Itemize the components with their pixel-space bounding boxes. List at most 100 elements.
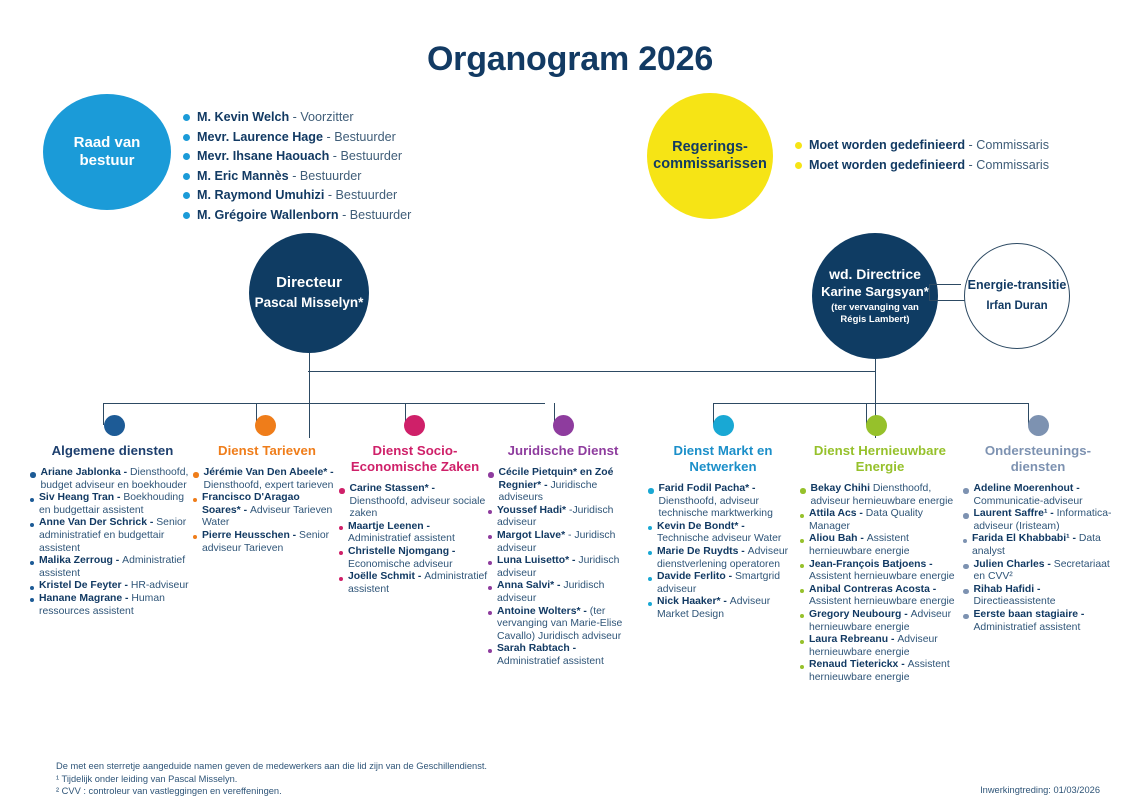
person-item: Farid Fodil Pacha* - Diensthoofd, advise…: [648, 483, 798, 521]
person-role: Secretariaat en CVV²: [973, 558, 1110, 583]
person-name: Farid Fodil Pacha* -: [658, 483, 756, 494]
person-item: Ariane Jablonka - Diensthoofd, budget ad…: [30, 467, 195, 492]
person-text: Anna Salvi* - Juridisch adviseur: [497, 580, 638, 605]
bullet-dot-icon: [193, 472, 199, 478]
person-name: Hanane Magrane -: [39, 592, 132, 604]
board-member-item-text: M. Grégoire Wallenborn - Bestuurder: [197, 206, 411, 226]
member-role: - Bestuurder: [327, 188, 398, 202]
department-title: Dienst Tarieven: [218, 443, 316, 458]
connector-directrice-energy-h2: [929, 300, 965, 302]
bullet-dot-icon: [339, 526, 343, 531]
bullet-dot-icon: [339, 488, 345, 494]
directrice-note: (ter vervanging van Régis Lambert): [831, 302, 919, 326]
member-name: Moet worden gedefinieerd: [809, 138, 969, 152]
person-name: Aliou Bah -: [809, 533, 867, 545]
person-item: Renaud Tieterickx - Assistent hernieuwba…: [800, 659, 960, 684]
person-item: Jean-François Batjoens - Assistent herni…: [800, 559, 960, 584]
person-role: Administratief assistent: [348, 571, 488, 595]
board-member-item: Mevr. Laurence Hage - Bestuurder: [183, 128, 411, 148]
connector-director-bridge: [308, 371, 875, 373]
person-item: Christelle Njomgang - Economische advise…: [339, 546, 491, 571]
person-role: Administratief assistent: [497, 655, 604, 667]
bullet-dot-icon: [183, 211, 190, 219]
bullet-dot-icon: [648, 551, 652, 556]
person-text: Gregory Neubourg - Adviseur hernieuwbare…: [809, 609, 960, 634]
bullet-dot-icon: [648, 488, 654, 494]
person-item: Julien Charles - Secretariaat en CVV²: [963, 559, 1113, 584]
person-name: Attila Acs -: [809, 508, 866, 520]
government-commissioner-item: Moet worden gedefinieerd - Commissaris: [795, 156, 1049, 176]
member-role: - Bestuurder: [342, 207, 412, 222]
board-member-item-text: Mevr. Ihsane Haouach - Bestuurder: [197, 147, 402, 167]
person-item: Luna Luisetto* - Juridisch adviseur: [488, 555, 638, 580]
connector-drop-juridische: [554, 403, 556, 425]
bullet-dot-icon: [488, 510, 492, 515]
person-item: Siv Heang Tran - Boekhouding en budgetta…: [30, 492, 195, 517]
bullet-dot-icon: [963, 588, 969, 595]
person-text: Malika Zerroug - Administratief assisten…: [39, 555, 195, 580]
person-item: Nick Haaker* - Adviseur Market Design: [648, 596, 798, 621]
connector-right-bus: [713, 403, 1029, 405]
person-name: Anna Salvi* -: [497, 580, 564, 592]
person-name: Maartje Leenen -: [348, 520, 430, 532]
bullet-dot-icon: [488, 535, 492, 540]
bullet-dot-icon: [193, 497, 197, 502]
person-item: Cécile Pietquin* en Zoé Regnier* - Jurid…: [488, 467, 638, 505]
person-text: Christelle Njomgang - Economische advise…: [348, 546, 491, 571]
person-name: Gregory Neubourg -: [809, 608, 911, 620]
person-item: Maartje Leenen - Administratief assisten…: [339, 521, 491, 546]
person-name: Laura Rebreanu -: [809, 634, 898, 646]
connector-directrice-down: [874, 359, 876, 438]
person-text: Pierre Heusschen - Senior adviseur Tarie…: [202, 530, 341, 555]
department-title: Ondersteunings-diensten: [984, 443, 1092, 474]
person-text: Hanane Magrane - Human ressources assist…: [39, 593, 195, 618]
person-text: Cécile Pietquin* en Zoé Regnier* - Jurid…: [499, 467, 639, 505]
department-pin-icon: [866, 415, 887, 436]
member-name: Mevr. Ihsane Haouach: [197, 149, 333, 163]
connector-drop-algemene: [103, 403, 105, 425]
person-text: Francisco D'Aragao Soares* - Adviseur Ta…: [202, 492, 341, 530]
government-commissioner-item-text: Moet worden gedefinieerd - Commissaris: [809, 136, 1049, 156]
department-people-list: Carine Stassen* - Diensthoofd, adviseur …: [339, 483, 491, 596]
bullet-dot-icon: [183, 133, 190, 141]
person-item: Youssef Hadi* -Juridisch adviseur: [488, 505, 638, 530]
person-name: Ariane Jablonka -: [40, 467, 131, 478]
bullet-dot-icon: [800, 564, 804, 569]
person-name: Laurent Saffre¹ -: [973, 508, 1057, 520]
bullet-dot-icon: [963, 613, 969, 620]
person-name: Eerste baan stagiaire -: [973, 608, 1085, 620]
connector-directrice-energy-v: [929, 284, 931, 300]
gov-circle-line1: Regerings-: [672, 138, 748, 155]
director-name: Pascal Misselyn*: [254, 295, 364, 311]
bullet-dot-icon: [183, 172, 190, 180]
person-name: Farida El Khabbabi¹ -: [972, 533, 1079, 545]
person-text: Joëlle Schmit - Administratief assistent: [348, 571, 491, 596]
person-item: Eerste baan stagiaire - Administratief a…: [963, 609, 1113, 634]
person-role: Data Quality Manager: [809, 508, 923, 532]
bullet-dot-icon: [800, 488, 806, 494]
department-title: Dienst Hernieuwbare Energie: [813, 443, 947, 474]
person-item: Anne Van Der Schrick - Senior administra…: [30, 517, 195, 555]
person-name: Anibal Contreras Acosta -: [809, 583, 937, 595]
department-people-list: Bekay Chihi Diensthoofd, adviseur hernie…: [800, 483, 960, 685]
person-text: Farid Fodil Pacha* - Diensthoofd, advise…: [659, 483, 799, 521]
bullet-dot-icon: [193, 535, 197, 540]
bullet-dot-icon: [963, 513, 969, 519]
department-pin-icon: [553, 415, 574, 436]
member-name: Moet worden gedefinieerd: [809, 157, 969, 172]
member-role: - Voorzitter: [292, 110, 354, 124]
board-member-item: M. Kevin Welch - Voorzitter: [183, 108, 411, 128]
board-member-item: M. Grégoire Wallenborn - Bestuurder: [183, 206, 411, 226]
person-text: Attila Acs - Data Quality Manager: [809, 508, 960, 533]
person-role: Communicatie-adviseur: [973, 495, 1083, 507]
person-role: (ter vervanging van Marie-Elise Cavallo)…: [497, 605, 623, 642]
person-item: Carine Stassen* - Diensthoofd, adviseur …: [339, 483, 491, 521]
person-role: Administratief assistent: [973, 621, 1081, 633]
person-item: Bekay Chihi Diensthoofd, adviseur hernie…: [800, 483, 960, 508]
board-circle-line2: bestuur: [79, 152, 135, 169]
